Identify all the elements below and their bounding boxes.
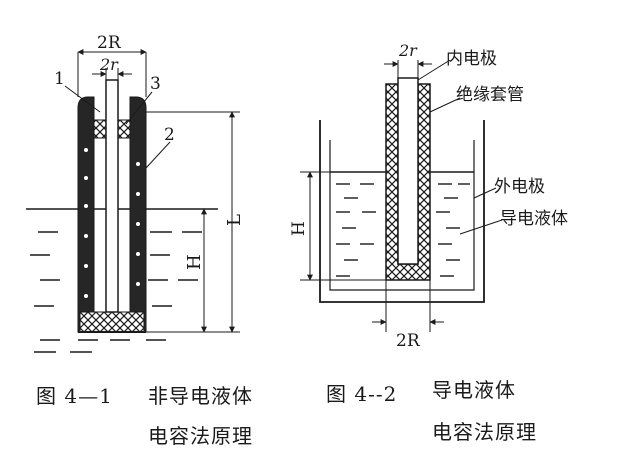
fig2-label-H: H	[289, 221, 309, 236]
fig2-label-outer-electrode: 外电极	[494, 177, 545, 197]
fig2-caption-title: 导电液体	[432, 378, 516, 402]
fig1-inner-electrode	[105, 79, 119, 313]
fig2-caption-subtitle: 电容法原理	[432, 420, 537, 444]
fig1-caption-subtitle: 电容法原理	[148, 424, 253, 448]
fig2-vessel	[319, 120, 485, 303]
fig1-top-insulator-left	[93, 119, 107, 139]
fig1-part-2: 2	[164, 125, 175, 145]
fig1-label-2r: 2r	[99, 55, 119, 74]
fig2-label-inner-electrode: 内电极	[446, 49, 497, 69]
fig1-part-3: 3	[150, 74, 161, 94]
figure-1	[26, 49, 240, 353]
fig1-outer-electrode	[77, 96, 147, 333]
fig1-label-H: H	[184, 254, 205, 270]
fig1-caption-title: 非导电液体	[148, 384, 253, 408]
fig1-bottom-insulator	[79, 311, 145, 333]
fig2-label-2r: 2r	[398, 41, 418, 60]
fig2-label-insulating-sleeve: 绝缘套管	[456, 85, 524, 105]
fig2-caption-number: 图 4--2	[326, 382, 398, 406]
fig2-inner-electrode	[397, 77, 419, 265]
fig2-label-2R: 2R	[396, 331, 421, 351]
fig1-label-2R: 2R	[97, 33, 122, 53]
fig1-caption-number: 图 4—1	[36, 384, 113, 408]
figure-2	[300, 59, 503, 332]
fig1-part-1: 1	[54, 69, 65, 89]
fig1-top-insulator-right	[117, 119, 131, 139]
fig2-label-conductive-liquid: 导电液体	[500, 209, 568, 229]
fig1-liquid	[26, 208, 218, 353]
fig1-label-L: L	[224, 214, 245, 226]
